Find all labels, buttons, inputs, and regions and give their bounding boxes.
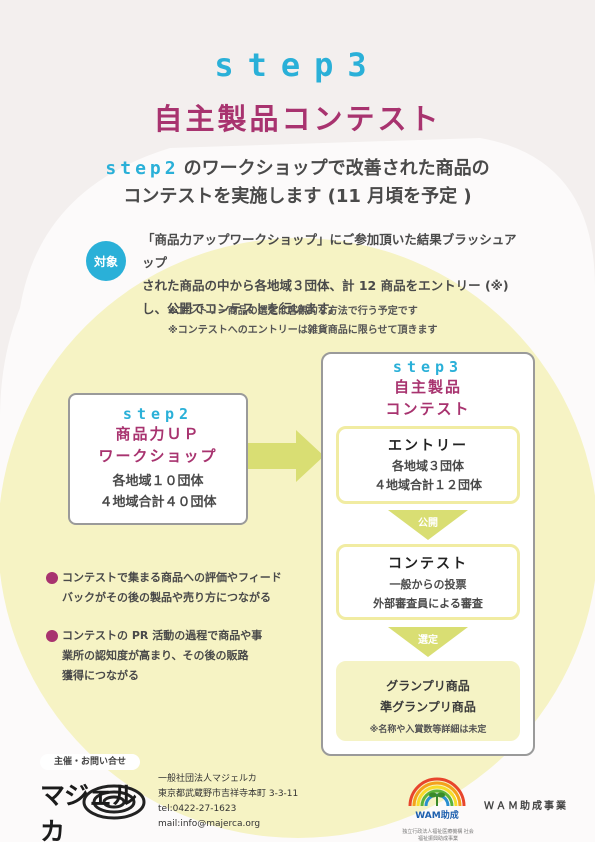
target-description: 「商品力アップワークショップ」にご参加頂いた結果ブラッシュアップ された商品の中…: [142, 228, 522, 320]
down-arrow-icon: [388, 510, 468, 540]
org-tel: tel:0422-27-1623: [158, 804, 237, 814]
step3-title-line1: 自主製品: [393, 378, 462, 396]
note-category: ※コンテストへのエントリーは雑貨商品に限らせて頂きます: [168, 325, 438, 336]
step-title: step3: [214, 46, 381, 84]
bullet-pr: コンテストの PR 活動の過程で商品や事 業所の認知度が高まり、その後の販路 獲…: [46, 626, 312, 686]
bullet-feedback: コンテストで集まる商品への評価やフィード バックがその後の製品や売り方につながる: [46, 568, 312, 608]
swirl-logo-icon: [82, 784, 146, 820]
contest-line2: 外部審査員による審査: [373, 597, 483, 610]
target-badge: 対象: [86, 241, 126, 281]
bullet-line: コンテストの PR 活動の過程で商品や事: [62, 629, 263, 642]
bullet-line: 獲得につながる: [62, 669, 139, 682]
step2-box: step2 商品力ＵＰ ワークショップ 各地域１０団体 ４地域合計４０団体: [68, 393, 248, 525]
main-title: 自主製品コンテスト: [153, 102, 442, 136]
entry-box: エントリー 各地域３団体 ４地域合計１２団体: [336, 426, 520, 504]
prize-box: グランプリ商品 準グランプリ商品 ※名称や入賞数等詳細は未定: [336, 661, 520, 741]
step3-title-line2: コンテスト: [385, 400, 471, 418]
prize-line1: グランプリ商品: [386, 679, 470, 693]
contest-title: コンテスト: [388, 556, 468, 572]
subtitle-step: step2: [105, 158, 180, 179]
majerca-logo: マジェルカ: [40, 781, 137, 842]
wam-label: ＷＡＭ助成事業: [484, 801, 568, 812]
arrow-label-select: 選定: [418, 635, 438, 646]
entry-line1: 各地域３団体: [391, 459, 464, 473]
step2-title-line2: ワークショップ: [98, 447, 218, 465]
step3-label: step3: [392, 358, 464, 376]
bullet-dot-icon: [46, 572, 58, 584]
prize-line2: 準グランプリ商品: [380, 700, 476, 714]
org-address: 東京都武蔵野市吉祥寺本町 3-3-11: [158, 789, 299, 799]
step2-line2: ４地域合計４０団体: [99, 495, 217, 510]
right-arrow-icon: [248, 430, 324, 482]
step2-line1: 各地域１０団体: [112, 474, 204, 489]
down-arrow-icon: [388, 627, 468, 657]
org-name: 一般社団法人マジェルカ: [158, 774, 257, 784]
step2-title-line1: 商品力ＵＰ: [115, 425, 201, 443]
step3-panel-header: step3 自主製品 コンテスト: [321, 358, 535, 420]
bullet-line: コンテストで集まる商品への評価やフィード: [62, 571, 282, 584]
bullet-dot-icon: [46, 630, 58, 642]
contest-line1: 一般からの投票: [389, 578, 467, 591]
wam-small-text: 独立行政法人福祉医療機構 社会福祉振興助成事業: [402, 829, 474, 842]
target-line: 「商品力アップワークショップ」にご参加頂いた結果ブラッシュアップ: [142, 232, 517, 270]
note-selection: ※エントリー商品の選定は客観的な方法で行う予定です: [168, 306, 418, 317]
wam-logo-text: WAM助成: [415, 809, 458, 820]
entry-line2: ４地域合計１２団体: [373, 478, 482, 492]
target-line: された商品の中から各地域３団体、計 12 商品をエントリー (※): [142, 278, 509, 293]
org-mail: mail:info@majerca.org: [158, 819, 261, 829]
arrow-label-publish: 公開: [418, 518, 438, 529]
bullet-line: バックがその後の製品や売り方につながる: [62, 591, 271, 604]
wam-rainbow-logo-icon: WAM助成: [408, 777, 466, 820]
prize-note: ※名称や入賞数等詳細は未定: [369, 725, 487, 735]
organizer-label: 主催・お問い合せ: [40, 754, 140, 770]
target-line: し、公開でコンテストを行います。: [142, 301, 341, 316]
step2-label: step2: [122, 405, 194, 423]
subtitle-line2: コンテストを実施します (11 月頃を予定 ): [123, 186, 472, 207]
contest-box: コンテスト 一般からの投票 外部審査員による審査: [336, 544, 520, 620]
bullet-line: 業所の認知度が高まり、その後の販路: [62, 649, 249, 662]
entry-title: エントリー: [388, 438, 468, 454]
subtitle-line1-rest: のワークショップで改善された商品の: [183, 158, 490, 179]
